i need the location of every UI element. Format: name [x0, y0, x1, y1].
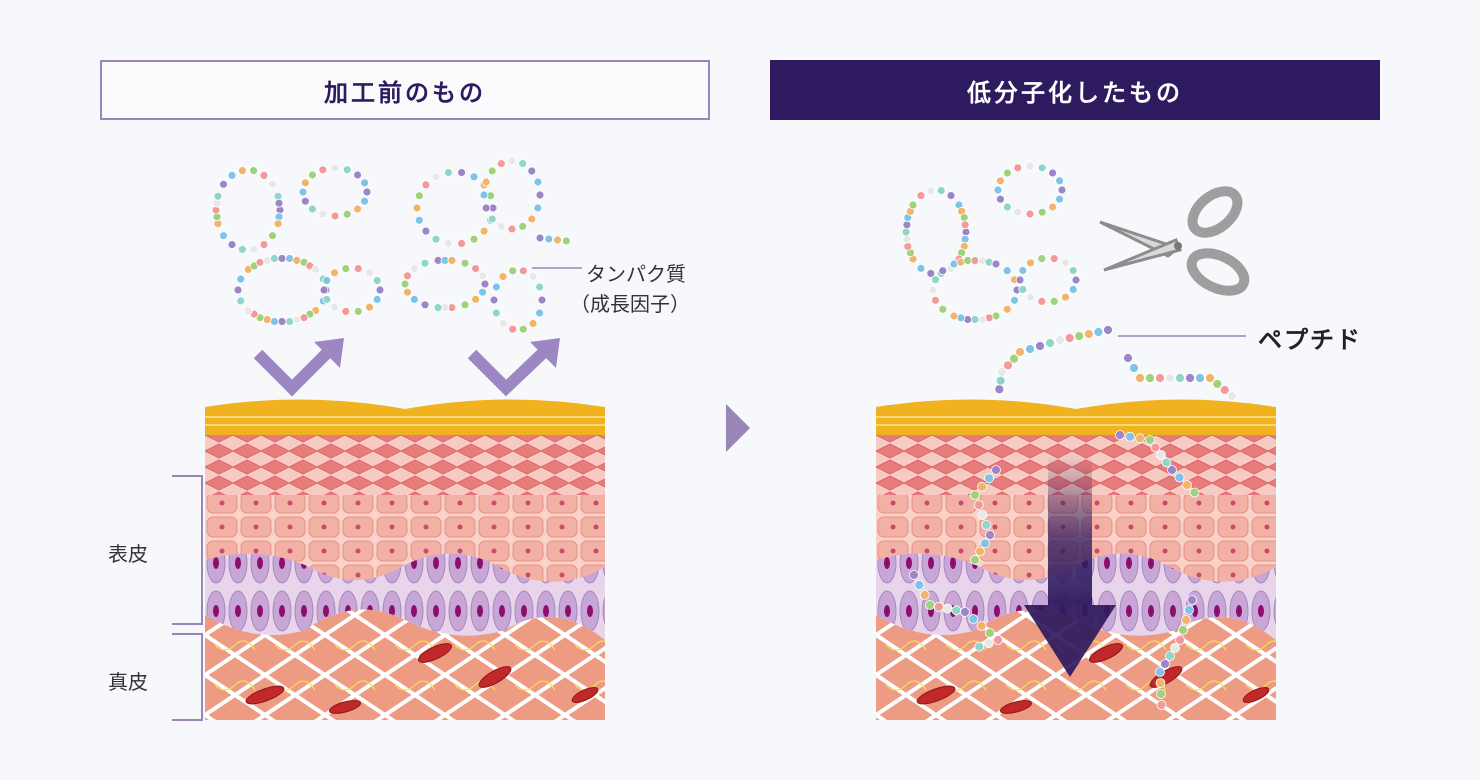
protein-bead-chain	[479, 156, 545, 234]
down-arrow-icon	[1024, 455, 1116, 677]
peptide-strand	[970, 465, 1001, 565]
protein-sublabel: （成長因子）	[570, 292, 690, 316]
peptide-bead-chain	[928, 256, 1022, 324]
peptide-strand	[1115, 430, 1200, 498]
peptide-strand	[994, 325, 1113, 395]
peptide-strand	[1155, 595, 1197, 710]
dermis-label: 真皮	[108, 670, 148, 694]
protein-bead-chain	[400, 255, 490, 313]
header-before: 加工前のもの	[100, 60, 710, 120]
skin-cross-section-after	[876, 395, 1276, 720]
protein-bead-chain	[319, 264, 385, 316]
protein-bead-chain	[535, 233, 571, 246]
protein-bead-chain	[211, 166, 285, 254]
skin-cross-section-before	[205, 395, 605, 720]
protein-bead-chain	[233, 254, 331, 326]
protein-bead-chain	[298, 163, 372, 221]
epidermis-label: 表皮	[108, 542, 148, 566]
peptide-strand	[1123, 353, 1237, 401]
protein-bead-chain	[489, 266, 547, 334]
peptide-bead-chain	[1015, 254, 1081, 306]
peptide-strand	[909, 570, 1003, 652]
protein-label: タンパク質	[586, 262, 686, 286]
peptide-bead-chain	[993, 161, 1067, 219]
protein-bead-chain	[412, 168, 498, 248]
header-after: 低分子化したもの	[770, 60, 1380, 120]
peptide-label: ペプチド	[1258, 326, 1362, 354]
